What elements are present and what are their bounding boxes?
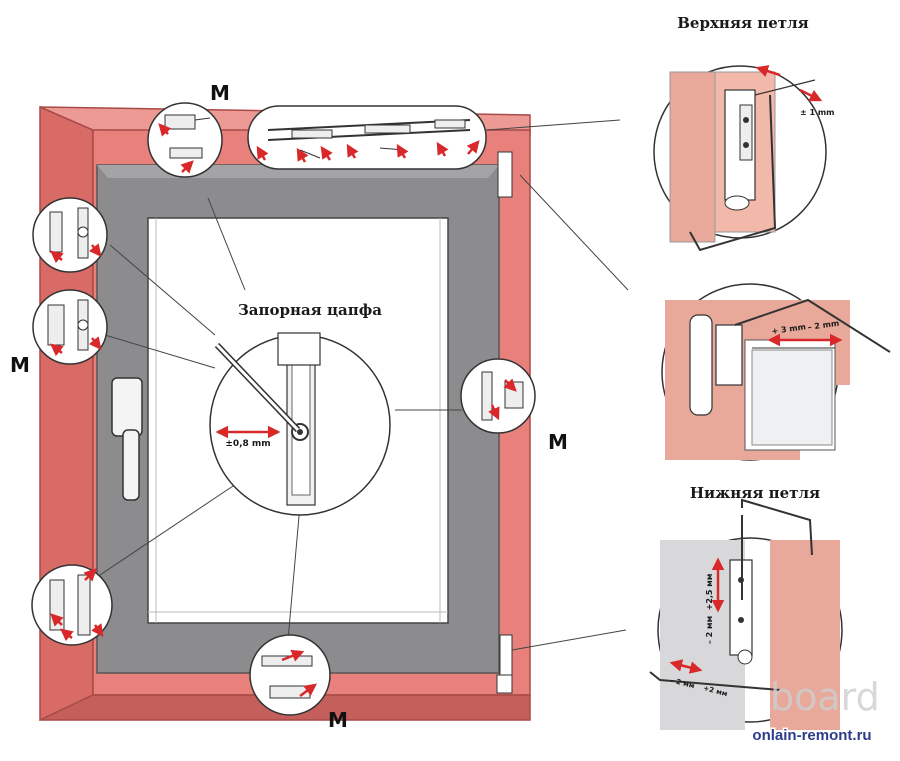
marker-m-top: M — [210, 81, 230, 105]
middle-hinge-detail — [661, 283, 891, 461]
bottom-hinge-title: Нижняя петля — [690, 484, 820, 502]
bottom-hinge-detail — [649, 498, 843, 730]
window-handle — [111, 377, 143, 501]
pin-offset-label: ±0,8 mm — [225, 439, 270, 449]
site-link[interactable]: onlain-remont.ru — [751, 726, 873, 746]
middle-hinge-minus-label: – 2 mm — [807, 319, 840, 332]
top-mechanism-detail — [247, 105, 487, 170]
detail-circle-left-bottom — [31, 564, 113, 646]
hinge-stubs — [496, 151, 513, 694]
detail-circle-left-1 — [32, 197, 108, 273]
bottom-hinge-vertical-minus-label: – 2 мм — [705, 616, 714, 644]
marker-m-bottom: M — [328, 708, 348, 732]
watermark: board — [770, 675, 880, 719]
top-hinge-title: Верхняя петля — [677, 14, 809, 32]
marker-m-left: M — [10, 353, 30, 377]
detail-circle-right — [460, 358, 536, 434]
leader-lines — [84, 119, 629, 651]
detail-circle-left-2 — [32, 289, 108, 365]
detail-circle-top — [147, 102, 223, 178]
locking-pin-detail — [209, 332, 391, 516]
top-hinge-detail — [653, 65, 827, 252]
bottom-hinge-vertical-plus-label: +2,5 мм — [705, 574, 714, 611]
marker-m-right: M — [548, 430, 568, 454]
detail-circle-bottom — [249, 634, 331, 716]
locking-pin-title: Запорная цапфа — [238, 301, 382, 319]
top-hinge-offset-label: ± 1 mm — [800, 108, 835, 117]
